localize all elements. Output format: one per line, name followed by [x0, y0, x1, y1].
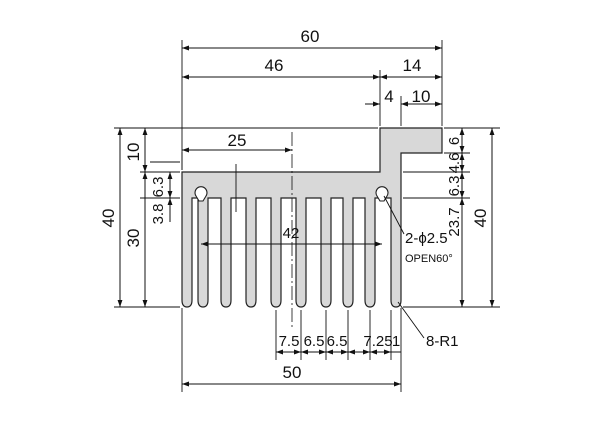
heatsink-profile: [181, 127, 443, 308]
mounting-hole-right: [375, 186, 389, 202]
label-radius: 8-R1: [426, 333, 459, 350]
dim-right-63: 6.3: [446, 172, 465, 198]
dim-half-width: 25: [182, 131, 292, 153]
label-right-63: 6.3: [446, 176, 463, 197]
dim-body-width: 46: [182, 56, 380, 80]
label-right-237: 23.7: [446, 207, 463, 236]
dim-overall-width: 60: [182, 27, 442, 51]
label-overall-height-right: 40: [471, 209, 490, 228]
label-right-46: 4.6: [446, 153, 463, 174]
label-bottom-width: 50: [283, 363, 302, 382]
dim-offset-38: 3.8: [150, 198, 173, 225]
label-pitch-1: 7.5: [279, 333, 300, 350]
dim-right-46: 4.6: [446, 153, 465, 174]
dim-right-237: 23.7: [446, 198, 465, 307]
mounting-hole-left: [194, 186, 208, 202]
label-right-6: 6: [446, 137, 463, 145]
dim-fin-span: 42: [201, 225, 382, 247]
label-holes: 2-ϕ2.5: [405, 230, 448, 247]
label-opening: OPEN60°: [405, 253, 453, 265]
label-fin-height: 30: [124, 229, 143, 248]
callout-holes: 2-ϕ2.5 OPEN60°: [383, 195, 453, 265]
label-tab-width: 14: [403, 56, 422, 75]
dim-fin-pitch: 7.5 6.5 6.5 7.25 1: [276, 333, 401, 355]
label-pitch-2: 6.5: [304, 333, 325, 350]
label-pitch-3: 6.5: [327, 333, 348, 350]
label-body-width: 46: [265, 56, 284, 75]
dim-base-height: 10: [124, 128, 148, 172]
label-offset-63: 6.3: [150, 177, 167, 198]
dim-overall-height-right: 40: [471, 128, 495, 307]
label-tab-inner: 10: [412, 87, 431, 106]
label-overall-height-left: 40: [99, 209, 118, 228]
dim-tab-width: 14: [380, 56, 442, 80]
label-offset-38: 3.8: [150, 204, 167, 225]
callout-radius: 8-R1: [397, 301, 459, 350]
label-half-width: 25: [228, 131, 247, 150]
dim-overall-height-left: 40: [99, 128, 123, 307]
dim-tab-wall: 4: [365, 87, 394, 107]
dim-tab-inner: 10: [401, 87, 442, 107]
label-pitch-4: 7.25: [363, 333, 392, 350]
label-pitch-5: 1: [392, 333, 400, 350]
label-fin-span: 42: [283, 225, 300, 242]
dim-fin-height: 30: [124, 172, 148, 307]
label-overall-width: 60: [301, 27, 320, 46]
dim-offset-63: 6.3: [150, 172, 173, 198]
dim-bottom-width: 50: [182, 363, 401, 387]
label-tab-wall: 4: [384, 87, 393, 106]
heatsink-body: [181, 127, 443, 308]
dim-right-6: 6: [446, 128, 465, 153]
label-base-height: 10: [124, 143, 143, 162]
